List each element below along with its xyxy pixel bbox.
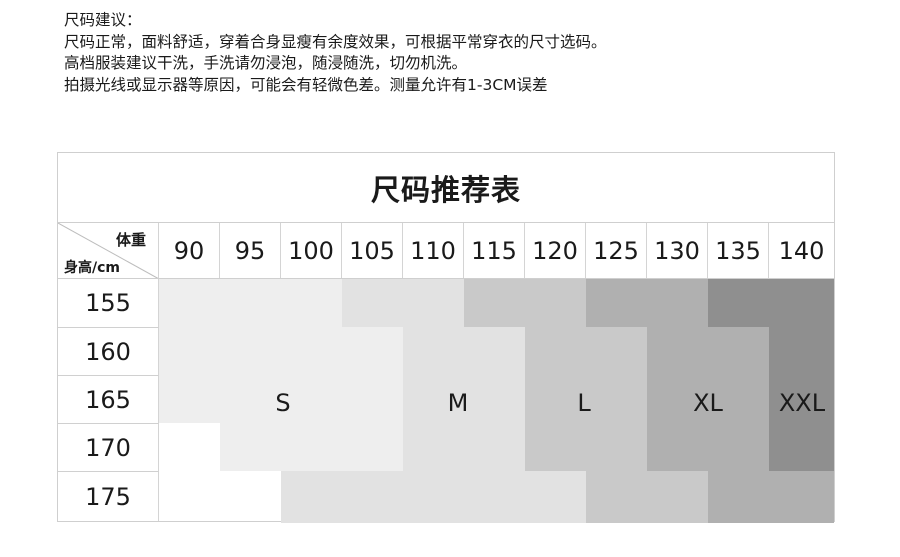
size-label-xl: XL: [693, 389, 723, 417]
size-zone-xxl: [769, 327, 834, 471]
size-zone-m: [403, 327, 525, 471]
size-zone-xl: [708, 471, 834, 523]
weight-header: 140: [778, 237, 825, 265]
height-row-header: 155: [58, 279, 159, 327]
weight-header: 110: [403, 223, 464, 279]
size-zone-m: [403, 471, 586, 523]
weight-header: 120: [525, 223, 586, 279]
weight-header: 90: [159, 223, 220, 279]
size-zone-xl: [647, 327, 769, 471]
height-row-header: 160: [58, 327, 159, 375]
size-zone-l: [525, 327, 647, 471]
notes-line-fit: 尺码正常，面料舒适，穿着合身显瘦有余度效果，可根据平常穿衣的尺寸选码。: [64, 32, 607, 51]
size-notes: 尺码建议： 尺码正常，面料舒适，穿着合身显瘦有余度效果，可根据平常穿衣的尺寸选码…: [64, 10, 607, 96]
size-zone-l: [586, 471, 708, 523]
weight-header: 130: [647, 223, 708, 279]
size-zone-m: [281, 471, 403, 523]
height-axis-label: 身高/cm: [64, 260, 120, 276]
size-zone-l: [464, 279, 586, 327]
weight-header: 125: [586, 223, 647, 279]
notes-heading: 尺码建议：: [64, 11, 142, 29]
size-zone-s: [220, 423, 403, 471]
height-row-header: 175: [58, 471, 159, 521]
weight-header: 95: [220, 223, 281, 279]
weight-header: 135: [708, 223, 769, 279]
height-row-header: 170: [58, 423, 159, 471]
notes-line-washing: 高档服装建议干洗，手洗请勿浸泡，随浸随洗，切勿机洗。: [64, 54, 468, 72]
size-label-xxl: XXL: [778, 389, 826, 417]
size-label-l: L: [577, 389, 591, 417]
size-zone-s: [159, 279, 342, 327]
size-label-s: S: [275, 389, 291, 417]
weight-axis-label: 体重: [115, 231, 146, 249]
weight-header: 100: [281, 223, 342, 279]
chart-title: 尺码推荐表: [58, 153, 834, 223]
weight-header: 105: [342, 223, 403, 279]
weight-header: 115: [464, 223, 525, 279]
corner-diagonal: [58, 223, 159, 279]
size-zone-m: [342, 279, 464, 327]
header-corner: 体重 身高/cm: [58, 223, 159, 279]
header-divider: [58, 278, 834, 279]
size-zone-xxl: [708, 279, 834, 327]
size-zone-s: [159, 327, 403, 423]
size-zone-xl: [586, 279, 708, 327]
notes-line-color: 拍摄光线或显示器等原因，可能会有轻微色差。测量允许有1-3CM误差: [64, 75, 548, 94]
height-row-header: 165: [58, 375, 159, 423]
size-chart: 尺码推荐表 S M L XL XXL 体重 身高/cm 90 95 100 10…: [57, 152, 835, 523]
size-label-m: M: [447, 389, 469, 417]
